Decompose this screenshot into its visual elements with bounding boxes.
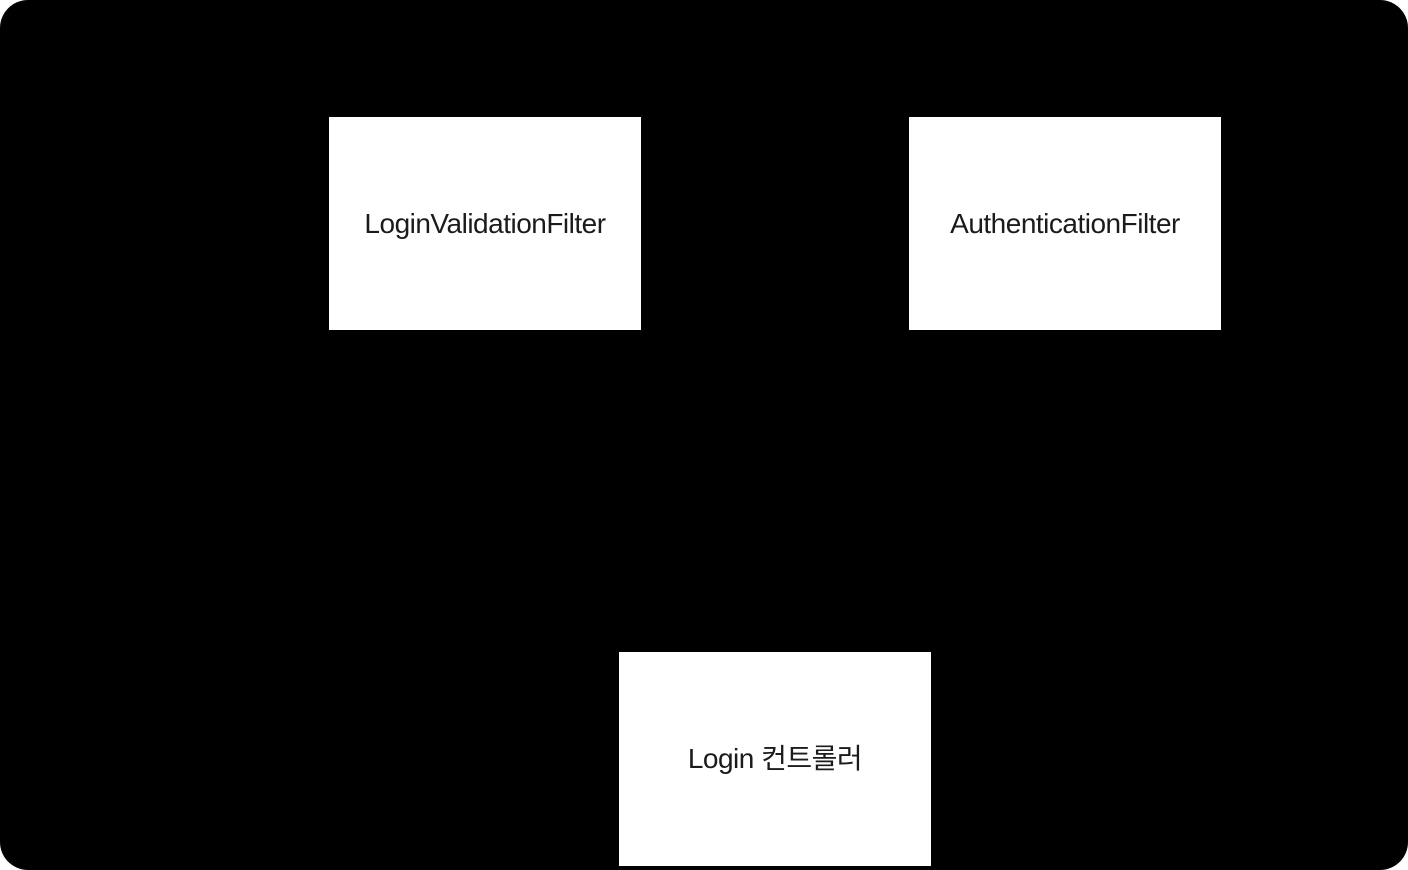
diagram-node-authentication-filter: AuthenticationFilter: [909, 117, 1221, 330]
node-label-authentication-filter: AuthenticationFilter: [950, 207, 1180, 239]
node-label-login-controller: Login 컨트롤러: [687, 743, 863, 775]
diagram-node-login-validation-filter: LoginValidationFilter: [329, 117, 641, 330]
diagram-node-login-controller: Login 컨트롤러: [619, 652, 931, 866]
node-label-login-validation-filter: LoginValidationFilter: [364, 207, 606, 239]
